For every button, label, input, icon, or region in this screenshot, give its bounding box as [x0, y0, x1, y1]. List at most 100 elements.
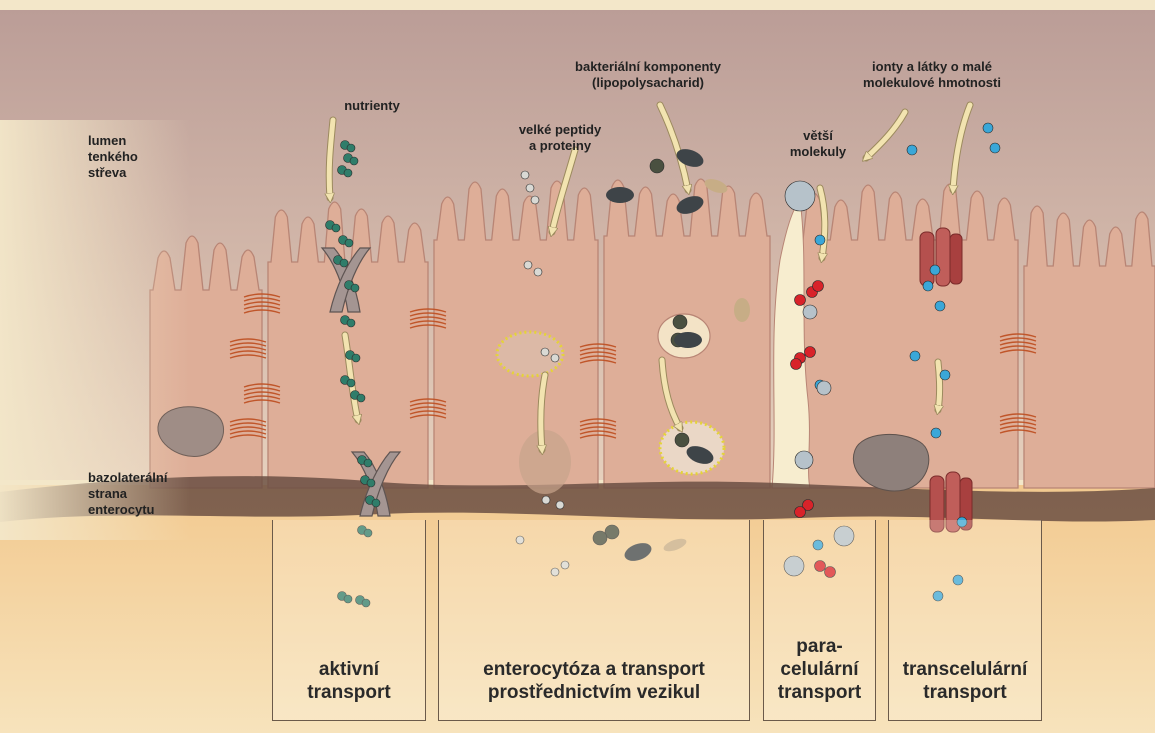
junction-strand: [243, 297, 281, 302]
junction-strand: [243, 309, 281, 314]
transport-arrows: [329, 101, 974, 450]
lps-particle: [672, 314, 688, 330]
peptide-bead: [530, 195, 540, 205]
transport-arrow: [541, 372, 548, 450]
junction-strand: [409, 320, 447, 325]
junction-strand: [229, 338, 267, 343]
junction-strand: [229, 426, 267, 431]
junction-strand: [243, 301, 281, 306]
junction-strand: [579, 351, 617, 356]
junction-strand: [579, 359, 617, 364]
nutrient-particle: [363, 528, 373, 538]
junction-strand: [409, 410, 447, 415]
peptide-bead: [555, 500, 565, 510]
ion-channel-top: [919, 227, 963, 287]
red-particle: [794, 506, 806, 518]
junction-strand: [243, 399, 281, 404]
bacterium: [676, 196, 704, 214]
transport-arrow: [820, 185, 825, 258]
red-particle: [824, 566, 836, 578]
basement-membrane: [0, 476, 1155, 522]
vesicle-fading: [519, 430, 571, 494]
label-basolateral: bazolaterální strana enterocytu: [88, 470, 168, 517]
nutrient-particle: [356, 393, 366, 403]
junction-strand: [409, 316, 447, 321]
junction-strand: [999, 349, 1037, 354]
label-lumen: lumen tenkého střeva: [88, 133, 138, 180]
panel-label-paracellular: para- celulární transport: [777, 636, 862, 703]
ion-particle: [930, 427, 942, 439]
junction-strand: [579, 430, 617, 435]
junction-strand: [999, 417, 1037, 422]
larger-molecule: [784, 180, 816, 212]
junction-strand: [999, 429, 1037, 434]
ion-particle: [956, 516, 968, 528]
red-particle: [804, 346, 816, 358]
panel-label-active-transport: aktivní transport: [307, 659, 391, 703]
junction-strand: [409, 414, 447, 419]
ion-particle: [989, 142, 1001, 154]
junction-strand: [229, 346, 267, 351]
lps-particle: [674, 432, 690, 448]
peptide-bead: [533, 267, 543, 277]
panel-transcellular: transcelulární transport: [888, 520, 1042, 721]
enterocyte-cell: [1023, 205, 1155, 489]
transport-arrow: [329, 117, 336, 198]
nutrient-particle: [343, 594, 353, 604]
peptide-bead: [515, 535, 525, 545]
bacterial-fragment: [704, 179, 728, 193]
ion-particle: [906, 144, 918, 156]
junction-strand: [579, 434, 617, 439]
junction-strand: [409, 406, 447, 411]
junction-strand: [243, 383, 281, 388]
junction-strand: [243, 387, 281, 392]
enterocyte-layer: [149, 178, 1155, 489]
vesicle-peptides: [495, 330, 565, 378]
junction-strand: [579, 347, 617, 352]
nutrient-particle: [363, 458, 373, 468]
peptide-bead: [540, 347, 550, 357]
ion-particle: [932, 590, 944, 602]
nutrient-particle: [366, 478, 376, 488]
junction-strand: [999, 425, 1037, 430]
larger-molecule: [833, 525, 855, 547]
transport-arrow: [866, 109, 908, 158]
red-particle: [794, 294, 806, 306]
peptide-bead: [550, 353, 560, 363]
ion-particle: [922, 280, 934, 292]
red-particle: [812, 280, 824, 292]
transported-particles: [325, 122, 1001, 608]
transport-arrow: [659, 357, 680, 428]
junction-strand: [409, 398, 447, 403]
enterocyte-cell: [799, 183, 1019, 489]
ion-channel-bottom: [929, 471, 973, 533]
nutrient-particle: [346, 318, 356, 328]
label-ions: ionty a látky o malé molekulové hmotnost…: [863, 59, 1001, 90]
bacterium: [686, 446, 714, 464]
ion-particle: [939, 369, 951, 381]
nutrient-particle: [344, 238, 354, 248]
peptide-bead: [541, 495, 551, 505]
ion-particle: [934, 300, 946, 312]
panel-enterocytosis: enterocytóza a transport prostřednictvím…: [438, 520, 750, 721]
nutrient-particle: [343, 168, 353, 178]
junction-strand: [229, 354, 267, 359]
junction-strand: [243, 293, 281, 298]
bacterium: [676, 149, 704, 167]
bacterium: [606, 187, 634, 203]
transport-arrow: [953, 102, 973, 190]
bacterium: [674, 332, 702, 348]
transport-arrow: [938, 359, 940, 410]
label-nutrients: nutrienty: [344, 98, 400, 113]
lps-particle: [649, 158, 665, 174]
junction-strand: [999, 337, 1037, 342]
nutrient-particle: [346, 143, 356, 153]
nutrient-particle: [349, 156, 359, 166]
nutrient-particle: [346, 378, 356, 388]
peptide-bead: [523, 260, 533, 270]
panel-label-enterocytosis: enterocytóza a transport prostřednictvím…: [483, 659, 705, 703]
ion-particle: [929, 264, 941, 276]
junction-strand: [229, 434, 267, 439]
